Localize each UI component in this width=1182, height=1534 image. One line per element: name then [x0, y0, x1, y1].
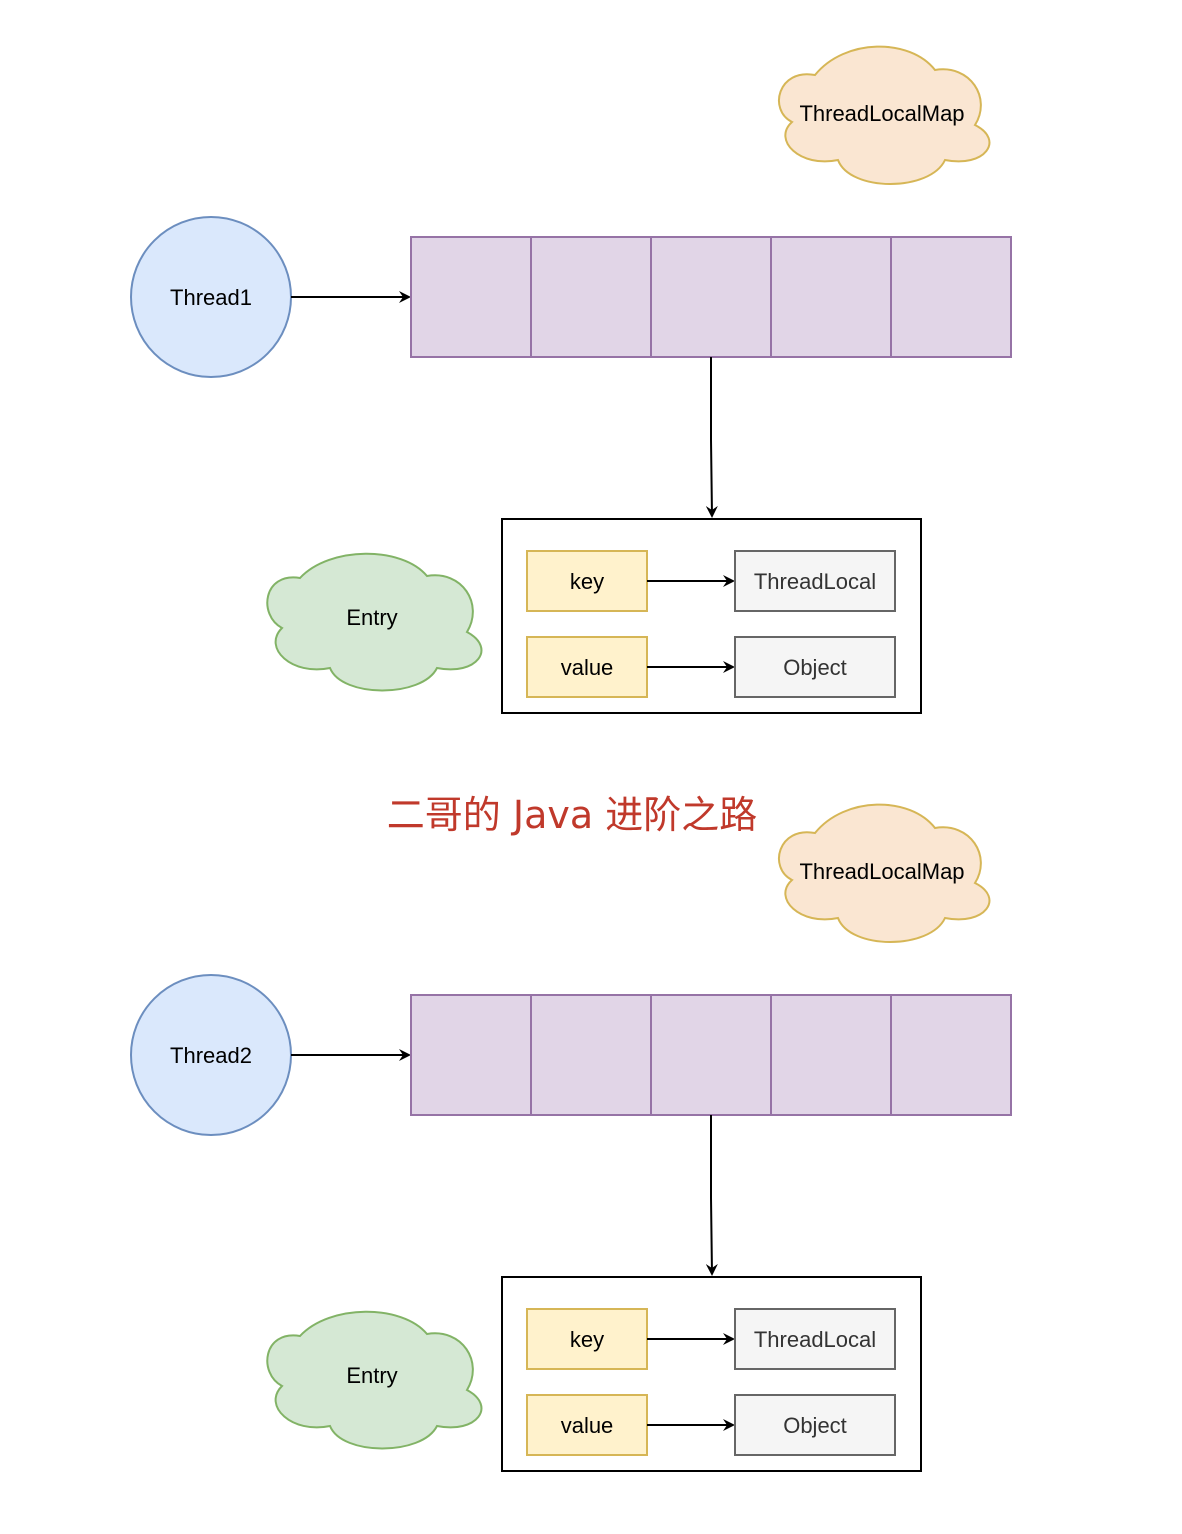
cloud-shape [777, 45, 991, 185]
array-slot [650, 994, 772, 1116]
object-target [734, 1394, 896, 1456]
threadlocalmap-cloud: ThreadLocalMap [777, 45, 991, 185]
array-slot [410, 994, 532, 1116]
key-field [526, 550, 648, 612]
key-label: key [570, 569, 604, 594]
array-slot [410, 236, 532, 358]
value-field [526, 1394, 648, 1456]
entry-array [410, 236, 1012, 358]
entry-array [410, 994, 1012, 1116]
array-slot [650, 236, 772, 358]
array-slot [890, 236, 1012, 358]
section-thread2: ThreadLocalMap Thread2 Entry key ThreadL [130, 803, 1012, 1472]
array-slot [890, 994, 1012, 1116]
value-label: value [561, 1413, 614, 1438]
threadlocal-target-label: ThreadLocal [754, 569, 876, 594]
cloud-shape [777, 803, 991, 943]
object-target-label: Object [783, 1413, 847, 1438]
threadlocal-target-label: ThreadLocal [754, 1327, 876, 1352]
object-target [734, 636, 896, 698]
threadlocalmap-label: ThreadLocalMap [799, 101, 964, 126]
section-thread1: ThreadLocalMap Thread1 Entry key [130, 45, 1012, 714]
watermark-text: 二哥的 Java 进阶之路 [387, 793, 757, 837]
key-label: key [570, 1327, 604, 1352]
threadlocal-target [734, 1308, 896, 1370]
thread-node: Thread1 [130, 216, 292, 378]
cloud-shape [266, 552, 483, 692]
entry-box: key ThreadLocal value Object [501, 1276, 922, 1472]
object-target-label: Object [783, 655, 847, 680]
array-slot [530, 994, 652, 1116]
entry-label: Entry [346, 1363, 397, 1388]
cloud-shape [266, 1310, 483, 1450]
map-to-entry-arrow [705, 357, 718, 518]
value-field [526, 636, 648, 698]
map-to-entry-arrow [705, 1115, 718, 1276]
thread-label: Thread1 [170, 285, 252, 310]
value-label: value [561, 655, 614, 680]
thread-node: Thread2 [130, 974, 292, 1136]
thread-label: Thread2 [170, 1043, 252, 1068]
entry-cloud: Entry [266, 1310, 483, 1450]
key-field [526, 1308, 648, 1370]
array-slot [530, 236, 652, 358]
threadlocalmap-cloud: ThreadLocalMap [777, 803, 991, 943]
threadlocalmap-label: ThreadLocalMap [799, 859, 964, 884]
threadlocal-target [734, 550, 896, 612]
entry-label: Entry [346, 605, 397, 630]
array-slot [770, 236, 892, 358]
array-slot [770, 994, 892, 1116]
entry-box: key ThreadLocal value Object [501, 518, 922, 714]
entry-cloud: Entry [266, 552, 483, 692]
